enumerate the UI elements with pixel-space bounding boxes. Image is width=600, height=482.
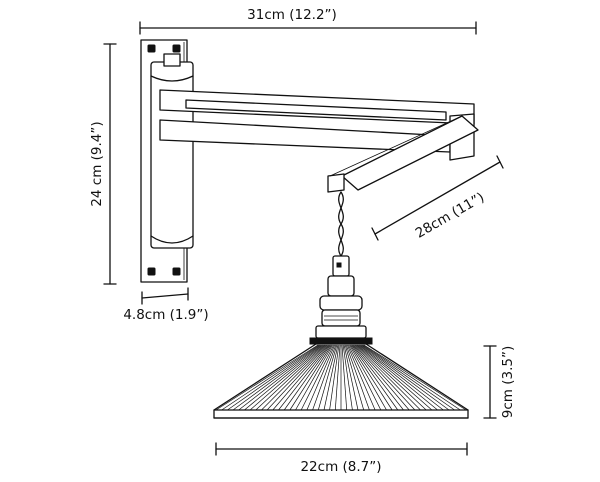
width-dimension: 31cm (12.2”)	[139, 7, 477, 35]
shade-width-dimension: 22cm (8.7”)	[215, 442, 468, 475]
socket-screw-icon	[336, 262, 342, 268]
base-dimension-line	[141, 293, 189, 299]
height-label: 24 cm (9.4”)	[89, 121, 105, 206]
shade-ribs	[215, 344, 467, 411]
shade-rib	[343, 344, 359, 411]
shade-fitter	[309, 337, 373, 345]
shade-rib	[355, 344, 421, 411]
height-dimension: 24 cm (9.4”)	[89, 43, 117, 285]
shade-rib	[351, 344, 399, 411]
socket-ring-upper	[319, 295, 363, 311]
shade-rib	[346, 344, 376, 411]
shade-rib	[360, 344, 450, 411]
shade-rib	[362, 344, 461, 411]
socket-collar	[315, 325, 367, 339]
shade-rib	[363, 344, 467, 411]
width-label: 31cm (12.2”)	[247, 7, 337, 23]
screw-hole-bottom-right-icon	[172, 267, 181, 276]
socket-ring-middle	[321, 309, 361, 327]
arm-dimension-tick-left	[371, 227, 379, 241]
shade-width-label: 22cm (8.7”)	[300, 459, 381, 475]
lamp-arm	[159, 89, 479, 193]
arm-dimension-tick-right	[496, 155, 504, 169]
shade-rib	[361, 344, 455, 411]
shade-rib	[323, 344, 339, 411]
shade-rib	[289, 344, 332, 411]
upper-arm-channel	[185, 99, 447, 121]
shade-rib	[344, 344, 365, 411]
screw-hole-bottom-left-icon	[147, 267, 156, 276]
shade-rib	[215, 344, 319, 411]
twisted-cord	[338, 191, 344, 257]
shade-rib	[255, 344, 326, 411]
shade-rib	[352, 344, 404, 411]
shade-rib	[272, 344, 329, 411]
shade-rib	[341, 344, 348, 411]
shade-rib	[334, 344, 341, 411]
shade-rib	[244, 344, 324, 411]
diagonal-arm	[341, 115, 479, 191]
screw-hole-top-right-icon	[172, 44, 181, 53]
base-label: 4.8cm (1.9”)	[123, 307, 208, 323]
shade-rib	[350, 344, 393, 411]
shade-rib	[345, 344, 370, 411]
shade-rib	[353, 344, 410, 411]
shade-rib	[232, 344, 322, 411]
mounting-post	[150, 53, 194, 249]
arm-label: 28cm (11”)	[413, 189, 487, 241]
shade-rib	[312, 344, 337, 411]
cord-strand-b	[338, 191, 344, 257]
base-dimension: 4.8cm (1.9”)	[123, 287, 209, 323]
shade-rib	[249, 344, 325, 411]
lamp-socket	[309, 255, 373, 345]
shade-rib	[356, 344, 427, 411]
shade-rib	[295, 344, 333, 411]
shade-rib	[300, 344, 335, 411]
shade-rib	[342, 344, 353, 411]
shade-rib	[354, 344, 416, 411]
shade-rib	[238, 344, 323, 411]
diagonal-arm-tip	[327, 173, 345, 193]
socket-body	[327, 275, 355, 297]
shade-height-label: 9cm (3.5”)	[500, 346, 516, 418]
shade-rib	[349, 344, 387, 411]
shade-rib	[266, 344, 328, 411]
shade-rib	[306, 344, 336, 411]
shade-rib	[358, 344, 438, 411]
lamp-shade	[213, 343, 469, 419]
screw-hole-top-left-icon	[147, 44, 156, 53]
shade-rib	[347, 344, 382, 411]
shade-rib	[329, 344, 340, 411]
shade-rib	[357, 344, 433, 411]
arm-dimension-line	[374, 161, 501, 235]
shade-rib	[317, 344, 338, 411]
mounting-post-cap	[163, 53, 181, 67]
shade-rib	[221, 344, 320, 411]
shade-rib	[278, 344, 330, 411]
shade-rib	[283, 344, 331, 411]
shade-rib	[359, 344, 444, 411]
shade-rib	[227, 344, 321, 411]
shade-height-dimension: 9cm (3.5”)	[483, 345, 516, 419]
shade-rib	[261, 344, 327, 411]
